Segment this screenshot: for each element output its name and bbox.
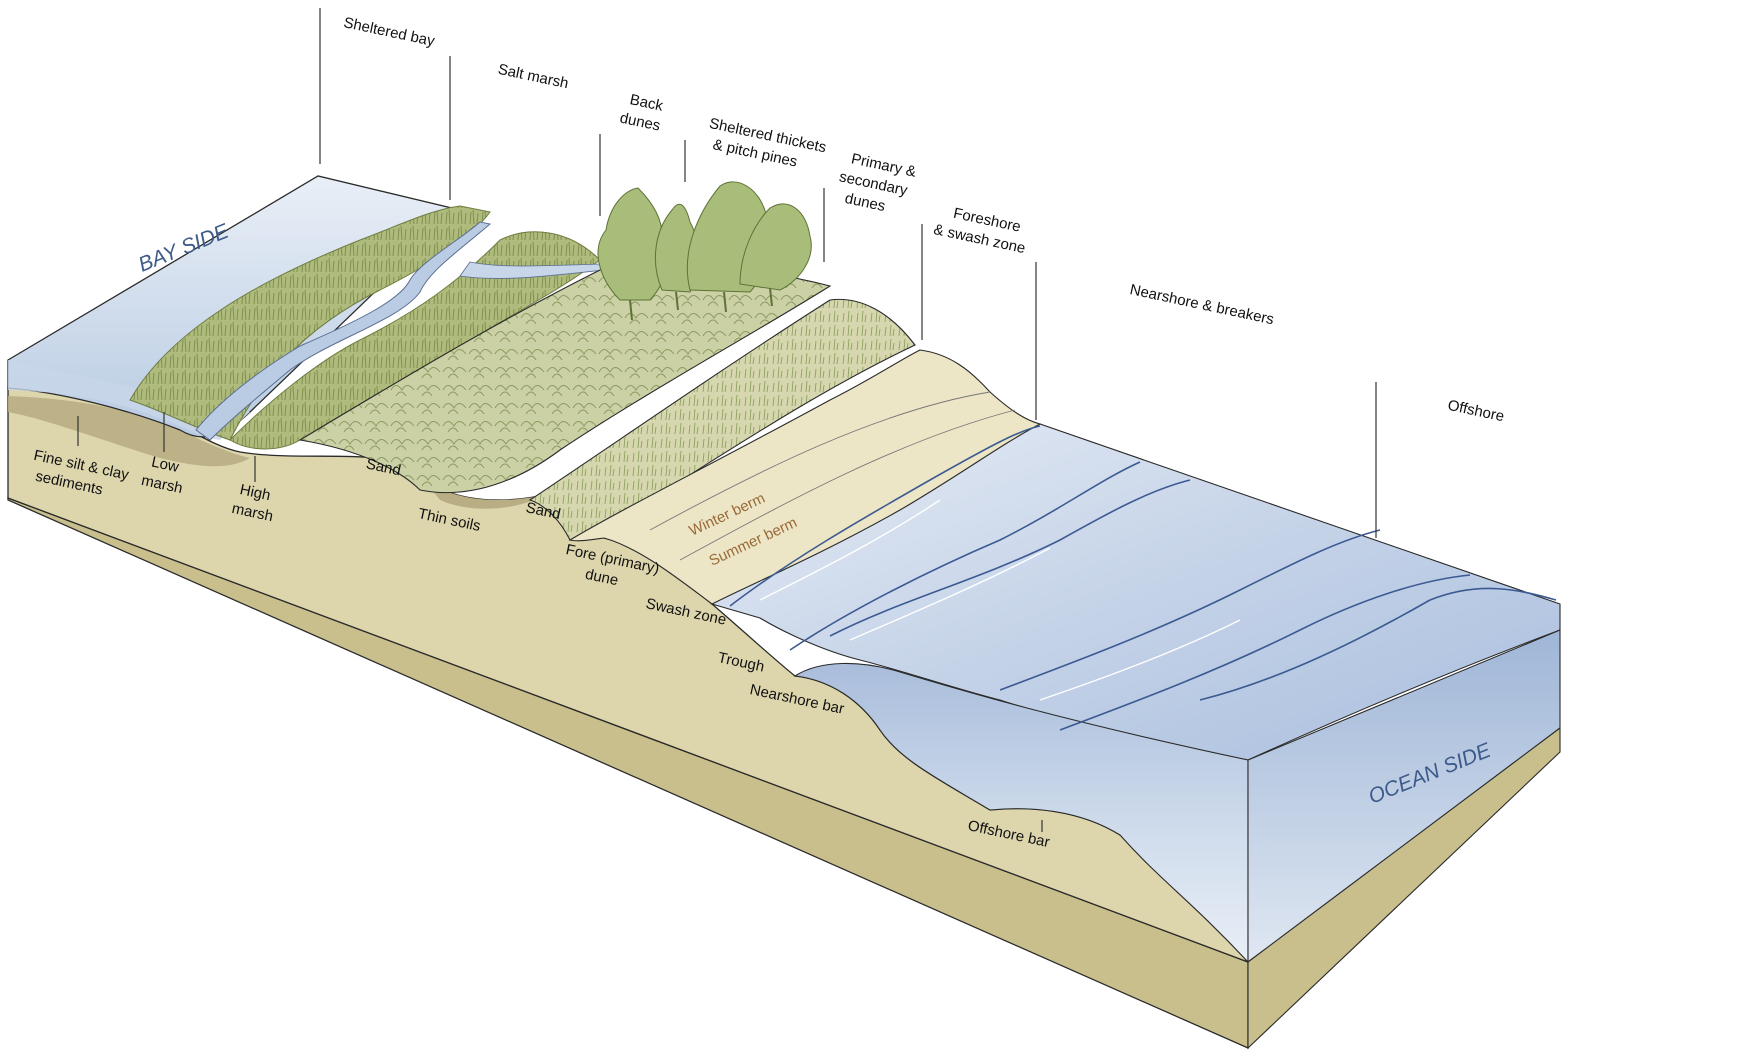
silt-layer bbox=[8, 396, 250, 467]
berm-line-1 bbox=[649, 391, 991, 531]
tidal-creek bbox=[195, 221, 492, 441]
berm-line-2 bbox=[679, 409, 1016, 561]
zone-label-salt-marsh: Salt marsh bbox=[496, 61, 570, 93]
right-sediment-face bbox=[1247, 726, 1561, 1050]
pitch-pine-trees bbox=[597, 181, 812, 321]
feature-sand-2: Sand bbox=[524, 499, 562, 523]
zone-label-sheltered-bay: Sheltered bay bbox=[342, 14, 437, 50]
breaking-waves bbox=[729, 425, 1557, 731]
feature-sand-1: Sand bbox=[365, 455, 403, 479]
zone-label-back-dunes-1: Back bbox=[628, 91, 665, 115]
ocean-surface bbox=[710, 423, 1561, 761]
feature-low-marsh-1: Low bbox=[150, 454, 181, 476]
ocean-front-face bbox=[793, 662, 1249, 964]
zone-label-nearshore: Nearshore & breakers bbox=[1128, 281, 1275, 328]
foam-highlights bbox=[759, 499, 1241, 701]
zone-label-offshore: Offshore bbox=[1446, 397, 1506, 426]
feature-high-marsh-1: High bbox=[238, 481, 272, 504]
leader-lines bbox=[77, 8, 1377, 832]
thin-soil-layer bbox=[414, 468, 540, 509]
back-dune-shrubs bbox=[298, 265, 832, 494]
feature-fore-dune-2: dune bbox=[584, 566, 620, 590]
